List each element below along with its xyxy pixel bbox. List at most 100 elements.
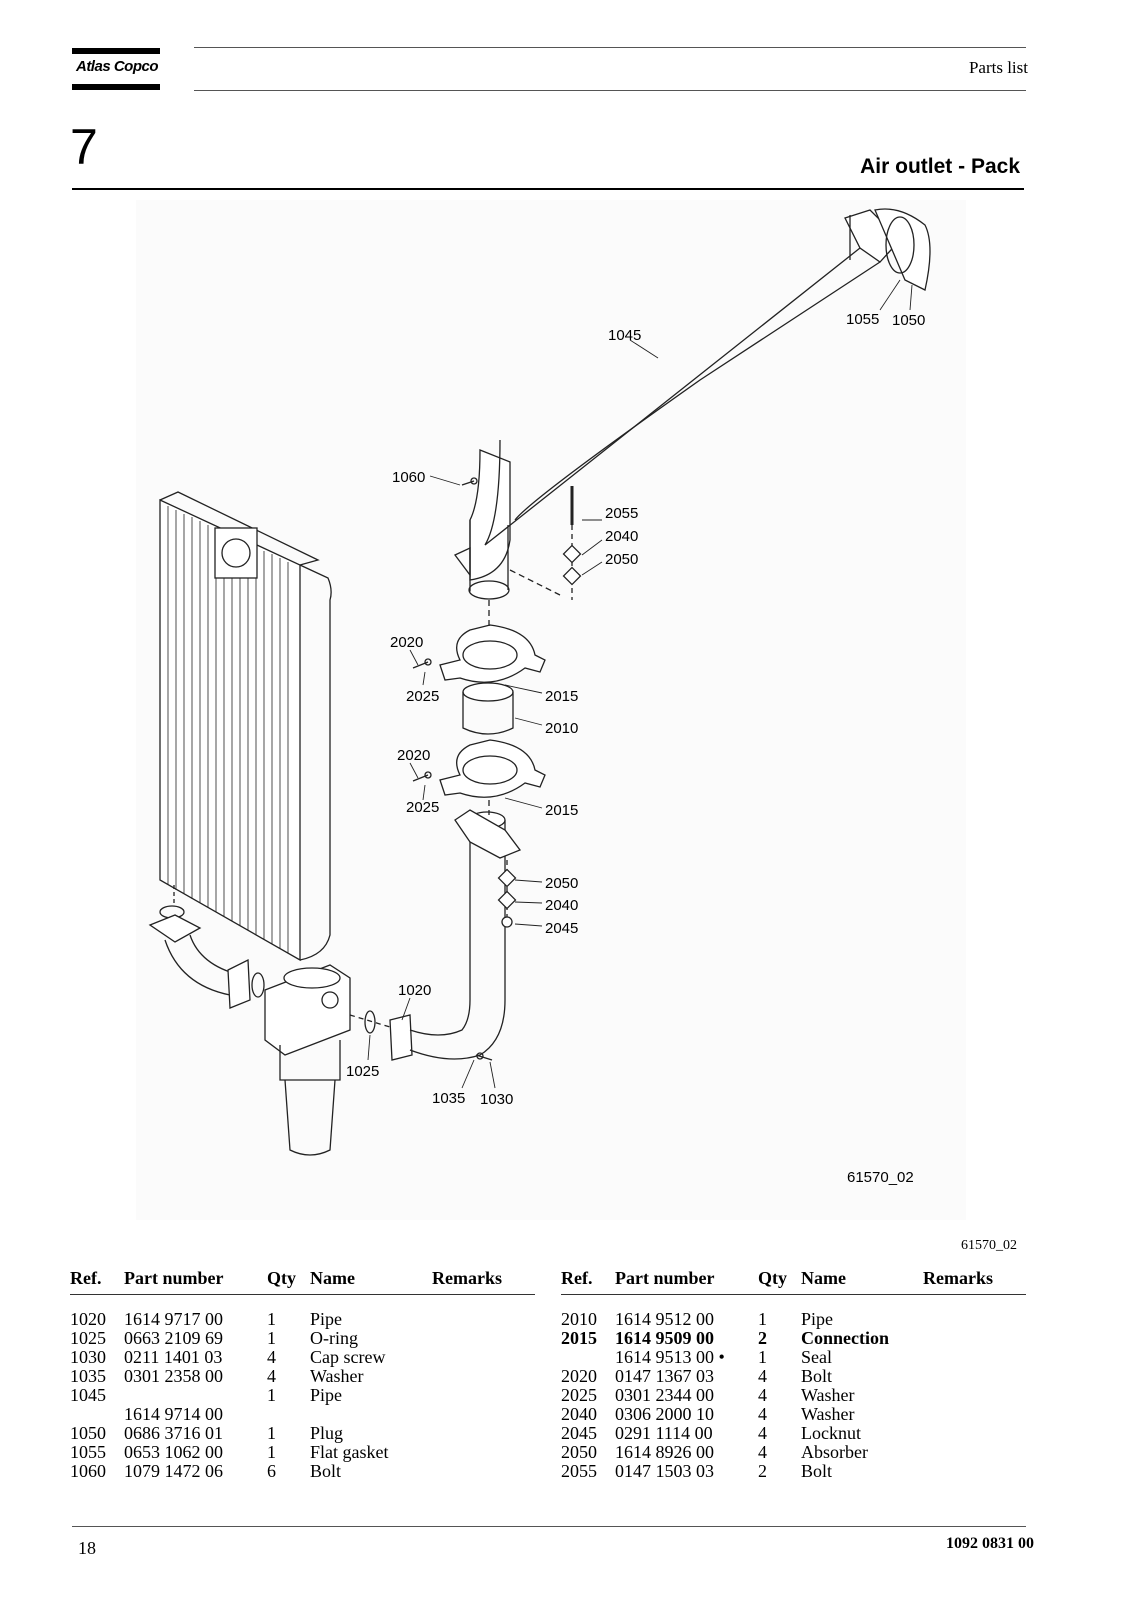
cell-part-number: 0686 3716 01 [124,1423,223,1443]
cell-name: Bolt [801,1461,833,1481]
cell-name: Bolt [310,1461,342,1481]
lower-left-elbow [148,914,265,1009]
cell-qty: 4 [758,1366,767,1386]
cell-ref: 1035 [70,1366,106,1386]
cell-name: Flat gasket [310,1442,389,1462]
cell-ref: 1045 [70,1385,106,1405]
header-part-number: Part number [124,1268,224,1288]
table-row: 1045 1 Pipe [70,1386,535,1405]
callout-2025-lower: 2025 [406,799,439,816]
cell-part-number: 1614 9714 00 [124,1404,223,1424]
cell-ref: 2055 [561,1461,597,1481]
cell-qty: 1 [758,1309,767,1329]
header-remarks: Remarks [432,1268,502,1288]
cell-part-number: 1079 1472 06 [124,1461,223,1481]
cell-name: Washer [801,1385,855,1405]
atlas-copco-logo: Atlas Copco [75,58,159,75]
cell-qty: 1 [267,1309,276,1329]
callout-1030: 1030 [480,1091,513,1108]
logo-bar-top [72,48,160,54]
cell-qty: 2 [758,1328,767,1348]
header-remarks: Remarks [923,1268,993,1288]
cell-name: O-ring [310,1328,358,1348]
cell-ref: 1050 [70,1423,106,1443]
cell-part-number: 0663 2109 69 [124,1328,223,1348]
upper-pipe-1045 [453,208,931,928]
header-label: Parts list [968,58,1028,77]
cell-qty: 1 [267,1385,276,1405]
header-rule-bottom [194,90,1026,91]
callout-1050: 1050 [892,312,925,329]
callout-2015-lower: 2015 [545,802,578,819]
parts-table-right: Ref. Part number Qty Name Remarks 2010 16… [561,1268,1026,1481]
cell-part-number: 1614 9513 00 • [615,1347,725,1367]
cooler-radiator [159,491,332,962]
cell-qty: 4 [267,1347,276,1367]
callout-2010: 2010 [545,720,578,737]
cell-part-number: 1614 9717 00 [124,1309,223,1329]
callout-1045: 1045 [608,327,641,344]
callout-2040-upper: 2040 [605,528,638,545]
cell-ref: 1025 [70,1328,106,1348]
cell-ref: 2040 [561,1404,597,1424]
drawing-id: 61570_02 [847,1169,914,1186]
cell-part-number: 0147 1503 03 [615,1461,714,1481]
section-number: 7 [70,119,98,175]
exploded-view-drawing: 1045 1055 1050 1060 2055 2040 2050 2020 … [136,200,966,1220]
cell-name: Cap screw [310,1347,386,1367]
cell-name: Pipe [310,1385,343,1405]
header-qty: Qty [267,1268,296,1288]
callout-2040-lower: 2040 [545,897,578,914]
header-ref: Ref. [70,1268,102,1288]
table-header: Ref. Part number Qty Name Remarks [561,1268,1026,1295]
cell-ref: 1055 [70,1442,106,1462]
cell-part-number: 0301 2358 00 [124,1366,223,1386]
figure-caption-id: 61570_02 [961,1238,1017,1253]
cell-name: Absorber [801,1442,868,1462]
cell-ref: 2010 [561,1309,597,1329]
callout-1020: 1020 [398,982,431,999]
header-rule-top [194,47,1026,48]
page-number: 18 [78,1538,96,1558]
callout-2050-lower: 2050 [545,875,578,892]
logo-bar-bottom [72,84,160,90]
section-rule [72,188,1024,190]
cell-part-number: 0147 1367 03 [615,1366,714,1386]
cell-name: Seal [801,1347,832,1367]
cell-name: Pipe [310,1309,343,1329]
leader-lines [367,279,913,1089]
callout-2055: 2055 [605,505,638,522]
cell-qty: 2 [758,1461,767,1481]
cell-name: Washer [310,1366,364,1386]
cell-ref: 1030 [70,1347,106,1367]
table-row: 1030 0211 1401 03 4 Cap screw [70,1348,535,1367]
callout-2025-upper: 2025 [406,688,439,705]
header-part-number: Part number [615,1268,715,1288]
table-row: 2020 0147 1367 03 4 Bolt [561,1367,1026,1386]
lower-pipe-1020 [389,809,522,1061]
cell-name: Washer [801,1404,855,1424]
cell-part-number: 0211 1401 03 [124,1347,223,1367]
cell-qty: 1 [758,1347,767,1367]
table-row: 1614 9714 00 [70,1405,535,1424]
callout-1035: 1035 [432,1090,465,1107]
cell-name: Pipe [801,1309,834,1329]
cell-ref: 2025 [561,1385,597,1405]
cell-name: Bolt [801,1366,833,1386]
callout-2020-upper: 2020 [390,634,423,651]
cell-qty: 4 [758,1423,767,1443]
cell-name: Locknut [801,1423,861,1443]
callout-1025: 1025 [346,1063,379,1080]
cell-ref: 2020 [561,1366,597,1386]
cell-qty: 4 [758,1442,767,1462]
